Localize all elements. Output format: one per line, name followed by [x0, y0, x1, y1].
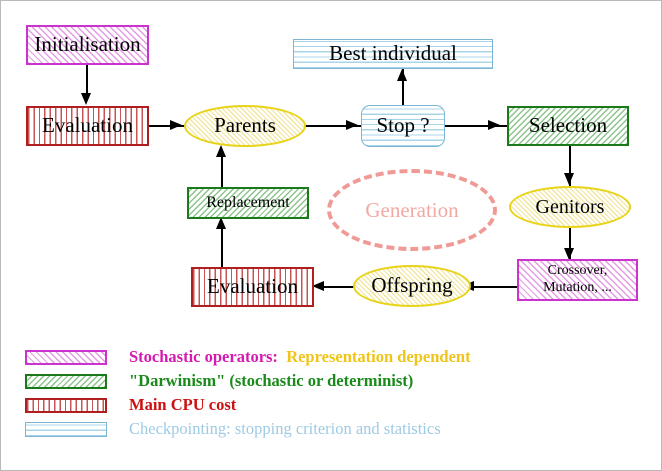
legend-text-stochastic-operators-part-b: Representation dependent — [277, 347, 471, 366]
node-evaluation-bottom[interactable]: Evaluation — [191, 267, 314, 307]
node-evaluation-top-label: Evaluation — [42, 113, 133, 138]
connector-evaluation-to-replacement — [221, 225, 223, 269]
connector-initialisation-to-evaluation — [86, 65, 88, 96]
node-best-individual[interactable]: Best individual — [293, 39, 493, 69]
arrowhead-initialisation-to-evaluation — [81, 93, 91, 105]
node-selection-label: Selection — [528, 113, 608, 138]
arrowhead-evaluation-to-replacement — [216, 217, 226, 229]
node-replacement-label: Replacement — [206, 193, 290, 211]
generation-cycle-label: Generation — [327, 169, 497, 251]
legend-text-stochastic-operators: Stochastic operators: Representation dep… — [129, 347, 471, 367]
legend-swatch-green-diagonal-hatch — [25, 373, 107, 389]
arrowhead-selection-to-genitors — [564, 173, 574, 185]
node-best-individual-label: Best individual — [329, 41, 457, 66]
arrowhead-replacement-to-parents — [216, 145, 226, 157]
arrowhead-genitors-to-crossover — [564, 248, 574, 260]
node-selection[interactable]: Selection — [507, 106, 629, 146]
arrowhead-parents-to-stop — [346, 120, 358, 130]
legend-row-darwinism: "Darwinism" (stochastic or determinist) — [25, 369, 645, 393]
connector-genitors-to-crossover — [569, 226, 571, 260]
legend-text-darwinism: "Darwinism" (stochastic or determinist) — [129, 371, 413, 391]
node-genitors[interactable]: Genitors — [509, 186, 631, 228]
connector-offspring-to-evaluation — [317, 286, 359, 288]
node-parents[interactable]: Parents — [184, 105, 306, 147]
node-stop-label: Stop ? — [376, 113, 430, 138]
node-evaluation-top[interactable]: Evaluation — [26, 106, 149, 146]
connector-stop-to-best-individual — [402, 68, 404, 106]
legend-text-main-cpu-cost: Main CPU cost — [129, 395, 236, 415]
connector-evaluation-to-parents — [149, 125, 186, 127]
node-parents-label: Parents — [214, 113, 276, 138]
legend-row-checkpointing: Checkpointing: stopping criterion and st… — [25, 417, 645, 441]
node-genitors-label: Genitors — [535, 195, 605, 218]
node-offspring[interactable]: Offspring — [353, 265, 471, 307]
legend-text-checkpointing-part-a: Checkpointing: stopping criterion and st… — [129, 419, 441, 438]
legend-text-checkpointing: Checkpointing: stopping criterion and st… — [129, 419, 441, 439]
arrowhead-stop-to-best-individual — [397, 69, 407, 81]
connector-crossover-to-offspring — [467, 286, 519, 288]
connector-replacement-to-parents — [221, 153, 223, 187]
node-offspring-label: Offspring — [371, 273, 453, 298]
legend-swatch-red-vertical-hatch — [25, 397, 107, 413]
legend-text-stochastic-operators-part-a: Stochastic operators: — [129, 347, 278, 366]
legend-swatch-magenta-diagonal-hatch — [25, 349, 107, 365]
node-initialisation[interactable]: Initialisation — [26, 25, 149, 65]
connector-selection-to-genitors — [569, 146, 571, 188]
legend-row-stochastic-operators: Stochastic operators: Representation dep… — [25, 345, 645, 369]
node-stop[interactable]: Stop ? — [361, 105, 445, 147]
arrowhead-evaluation-to-parents — [170, 120, 182, 130]
node-crossover-line1: Crossover, — [547, 263, 608, 279]
legend: Stochastic operators: Representation dep… — [25, 345, 645, 441]
legend-text-main-cpu-cost-part-a: Main CPU cost — [129, 395, 237, 414]
node-evaluation-bottom-label: Evaluation — [207, 274, 298, 299]
generation-label: Generation — [365, 197, 459, 222]
node-replacement[interactable]: Replacement — [187, 187, 309, 219]
node-initialisation-label: Initialisation — [34, 32, 141, 57]
node-crossover-line2: Mutation, ... — [543, 280, 612, 295]
arrowhead-offspring-to-evaluation — [312, 281, 324, 291]
node-crossover-mutation[interactable]: Crossover, Mutation, ... — [517, 259, 638, 301]
legend-text-darwinism-part-a: "Darwinism" (stochastic or determinist) — [129, 371, 414, 390]
arrowhead-stop-to-selection — [488, 120, 500, 130]
legend-swatch-blue-horizontal-hatch — [25, 421, 107, 437]
connector-stop-to-selection — [444, 125, 507, 127]
legend-row-main-cpu-cost: Main CPU cost — [25, 393, 645, 417]
connector-parents-to-stop — [304, 125, 362, 127]
